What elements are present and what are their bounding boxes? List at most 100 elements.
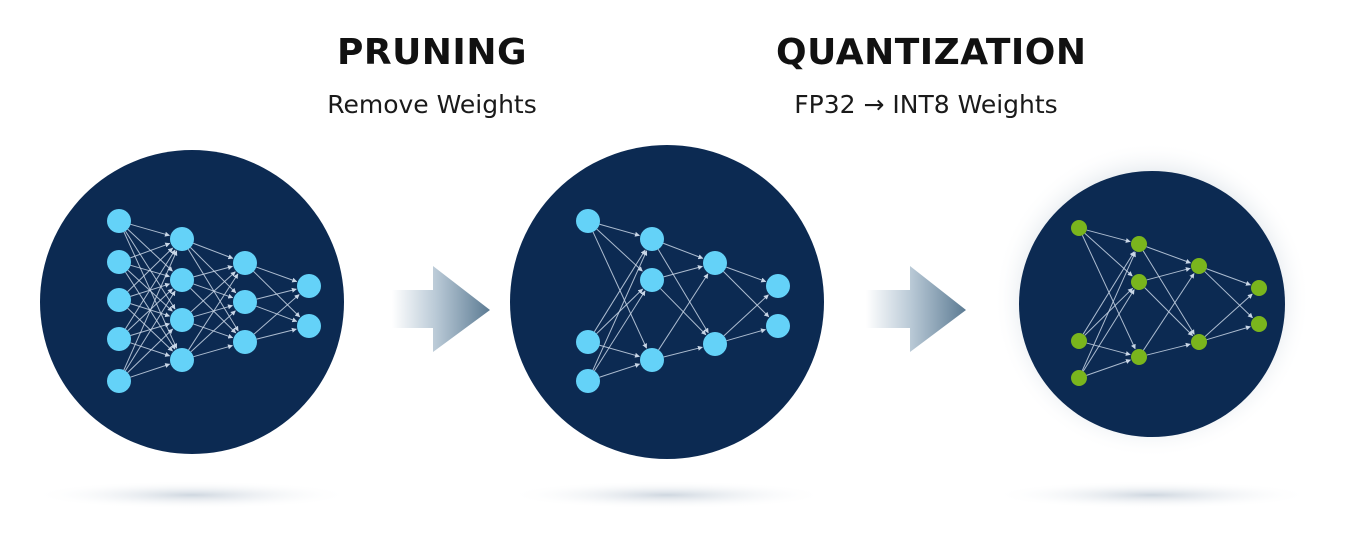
network-edge <box>593 249 646 333</box>
neuron-layer-4 <box>297 314 321 338</box>
network-edge <box>130 322 171 337</box>
network-edges-original <box>123 223 301 378</box>
neuron-layer-3 <box>703 332 727 356</box>
network-edge <box>1142 250 1195 335</box>
transition-arrow-1 <box>392 266 490 352</box>
network-edge <box>663 345 703 358</box>
neuron-layer-2 <box>1131 236 1147 252</box>
neuron-layer-2 <box>170 308 194 332</box>
network-edges-quantized <box>1081 229 1253 376</box>
quantization-subtitle: FP32 → INT8 Weights <box>794 90 1058 119</box>
network-edge <box>1142 273 1195 351</box>
network-edge <box>190 247 237 294</box>
transition-arrow-2 <box>866 266 966 352</box>
network-pruned <box>576 209 790 393</box>
network-edge <box>130 363 171 378</box>
neuron-layer-3 <box>1191 258 1207 274</box>
network-edge <box>663 265 703 278</box>
network-edge <box>657 249 709 334</box>
network-edge <box>193 304 233 318</box>
neuron-layer-1 <box>1071 333 1087 349</box>
pruning-subtitle: Remove Weights <box>327 90 537 119</box>
neuron-layer-4 <box>1251 316 1267 332</box>
network-edge <box>190 271 236 313</box>
neuron-layer-2 <box>640 268 664 292</box>
neuron-layer-1 <box>107 288 131 312</box>
neuron-layer-4 <box>1251 280 1267 296</box>
neuron-layer-1 <box>576 330 600 354</box>
network-edge <box>658 273 709 351</box>
neuron-layer-1 <box>107 369 131 393</box>
neuron-layer-3 <box>233 290 257 314</box>
network-edge <box>1081 251 1136 371</box>
network-edge <box>123 250 178 371</box>
network-edge <box>187 248 239 332</box>
network-edge <box>723 294 769 337</box>
network-edge <box>1084 232 1133 277</box>
network-edge <box>1082 289 1135 372</box>
neuron-layer-2 <box>640 348 664 372</box>
neuron-layer-2 <box>170 348 194 372</box>
network-circle-pruned <box>510 145 824 459</box>
network-circle-original <box>40 150 344 454</box>
neuron-layer-1 <box>107 209 131 233</box>
network-edge <box>256 287 297 300</box>
network-edge <box>592 250 648 371</box>
neuron-layer-3 <box>233 330 257 354</box>
network-circle-quantized <box>1019 171 1285 437</box>
network-edge <box>599 344 640 358</box>
network-edge <box>253 294 300 335</box>
network-edge <box>130 223 170 237</box>
network-edge <box>1146 267 1191 281</box>
circle-shadow-quantized <box>992 481 1312 509</box>
network-edge <box>193 283 234 299</box>
quantization-title: QUANTIZATION <box>776 32 1087 73</box>
network-edge <box>124 249 176 330</box>
pruning-title: PRUNING <box>336 32 528 73</box>
network-edge <box>130 264 170 278</box>
network-edge <box>127 269 173 312</box>
network-edge <box>1082 251 1135 335</box>
neuron-layer-1 <box>107 250 131 274</box>
network-edge <box>1206 325 1251 341</box>
neuron-layer-3 <box>703 251 727 275</box>
neuron-layer-2 <box>1131 274 1147 290</box>
network-edge <box>726 328 766 342</box>
network-edge <box>599 223 640 237</box>
network-edge <box>193 344 233 358</box>
neuron-layer-2 <box>170 268 194 292</box>
network-edge <box>127 328 174 374</box>
circle-shadow-pruned <box>507 481 827 509</box>
network-edge <box>193 242 234 260</box>
network-edges-pruned <box>592 223 770 378</box>
network-edge <box>256 266 298 283</box>
neuron-layer-4 <box>297 274 321 298</box>
neuron-layer-4 <box>766 274 790 298</box>
neuron-layer-1 <box>1071 220 1087 236</box>
neuron-layer-4 <box>766 314 790 338</box>
network-edge <box>188 273 239 351</box>
network-quantized <box>1071 220 1267 386</box>
network-edge <box>1146 246 1192 264</box>
network-edge <box>124 290 176 372</box>
network-edge <box>1204 293 1253 338</box>
neuron-layer-2 <box>640 227 664 251</box>
neuron-layer-1 <box>1071 370 1087 386</box>
network-edge <box>1086 229 1131 243</box>
network-edge <box>1086 359 1131 376</box>
network-edge <box>130 242 171 259</box>
network-edge <box>193 265 233 278</box>
network-edge <box>127 247 174 293</box>
network-edge <box>1206 268 1252 286</box>
neuron-layer-1 <box>576 209 600 233</box>
circle-shadow-original <box>32 481 352 509</box>
network-edge <box>599 363 641 378</box>
network-edge <box>723 271 770 318</box>
network-original <box>107 209 321 393</box>
network-edge <box>596 228 643 272</box>
neuron-layer-3 <box>233 251 257 275</box>
network-edge <box>1146 342 1191 356</box>
neuron-layer-2 <box>1131 349 1147 365</box>
network-edge <box>256 327 297 340</box>
